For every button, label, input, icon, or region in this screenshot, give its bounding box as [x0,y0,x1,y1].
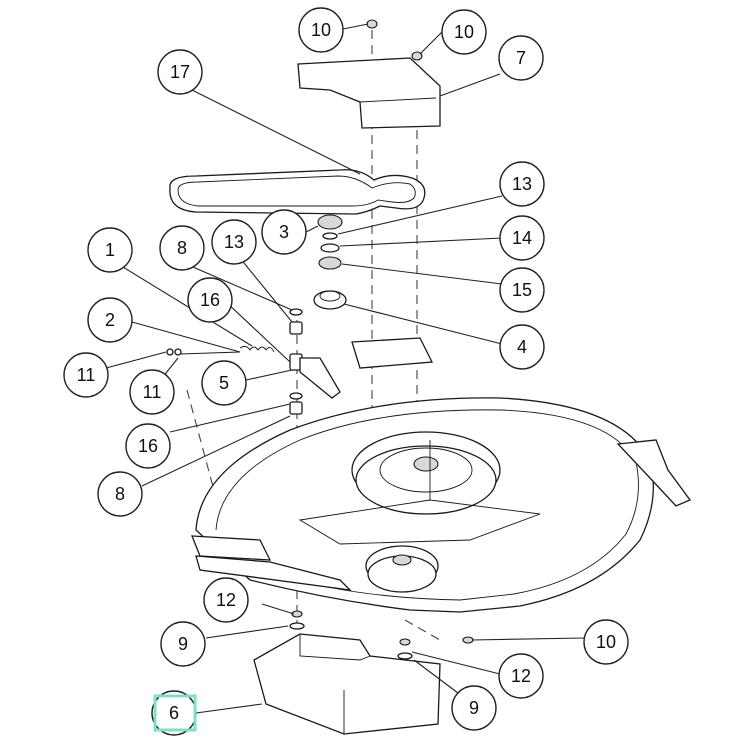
callout-label: 16 [138,436,158,456]
callout-14: 14 [499,215,545,261]
secondary-pulley [365,545,439,593]
callout-2: 2 [87,297,133,343]
callout-10-bottom: 10 [583,619,629,665]
callout-12-right: 12 [498,653,544,699]
highlight-box [153,694,197,732]
callout-label: 15 [512,280,532,300]
callout-7: 7 [498,35,544,81]
callout-11-right: 11 [129,369,175,415]
leader-lines [105,23,585,714]
callout-13-right: 13 [499,161,545,207]
callout-10-top-right: 10 [441,9,487,55]
callout-label: 3 [279,222,289,242]
callout-label: 7 [516,48,526,68]
callout-label: 5 [219,373,229,393]
callout-15: 15 [499,267,545,313]
callout-16-lower: 16 [125,423,171,469]
callout-label: 14 [512,228,532,248]
callout-label: 12 [511,666,531,686]
callout-label: 9 [469,698,479,718]
callout-17: 17 [157,49,203,95]
callout-label: 11 [143,382,162,402]
callout-13-left: 13 [211,219,257,265]
callout-9-left: 9 [160,621,206,667]
callout-label: 13 [512,174,532,194]
drive-belt [169,169,426,215]
callout-label: 10 [454,22,474,42]
callout-label: 13 [224,232,244,252]
callout-label: 4 [517,337,527,357]
pulley-hardware-stack [313,214,347,310]
callout-label: 10 [596,632,616,652]
callout-9-right: 9 [451,685,497,731]
callout-8-lower: 8 [97,471,143,517]
deck-frame [298,440,541,545]
callout-label: 10 [311,20,331,40]
callout-5: 5 [201,360,247,406]
belt-guard-bracket [297,57,441,129]
callout-4: 4 [499,324,545,370]
callouts: 10 10 7 17 13 3 14 15 [63,7,629,736]
callout-12-left: 12 [203,577,249,623]
callout-6: 6 [151,690,197,736]
callout-label: 2 [105,310,115,330]
callout-label: 17 [170,62,190,82]
callout-1: 1 [87,227,133,273]
callout-16-upper: 16 [187,277,233,323]
callout-3: 3 [261,209,307,255]
callout-label: 8 [177,238,187,258]
callout-label: 8 [115,484,125,504]
callout-8-upper: 8 [159,225,205,271]
lower-belt-guard [253,633,441,735]
callout-11-left: 11 [63,352,109,398]
idler-arm-assembly [166,308,341,415]
callout-10-top-left: 10 [298,7,344,53]
callout-label: 1 [105,240,115,260]
main-pulley [351,431,501,515]
callout-label: 12 [216,590,236,610]
callout-label: 6 [169,703,179,723]
callout-label: 11 [77,365,96,385]
callout-label: 9 [178,634,188,654]
callout-label: 16 [200,290,220,310]
